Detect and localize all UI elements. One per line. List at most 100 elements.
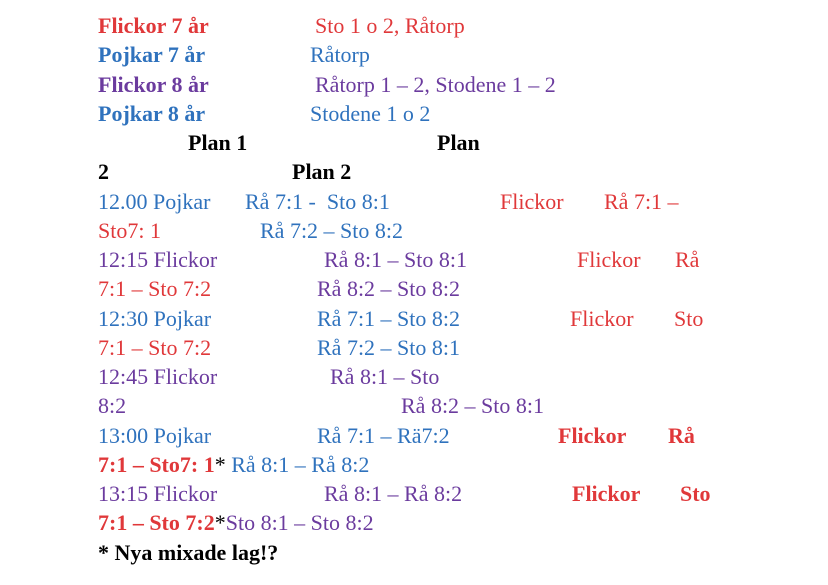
text-run: Sto7: 1 [98,216,161,245]
text-run: Råtorp 1 – 2, Stodene 1 – 2 [315,70,556,99]
text-segment: Rå [675,247,700,272]
text-segment: Rå 8:2 – Sto 8:2 [317,276,461,302]
text-segment: Sto7: 1 [98,217,161,243]
text-run: Rå 8:1 – Rå 8:2 [324,479,462,508]
text-segment: Pojkar 8 år [98,100,206,126]
text-run: Rå 7:1 - Sto 8:1 [245,187,390,216]
text-segment: Rå 8:1 – Sto 8:1 [324,247,468,272]
text-run: 7:1 – Sto 7:2 [98,333,211,362]
text-run: Rå 7:1 – [604,187,679,216]
text-segment: Rå 8:1 – Sto [330,364,440,389]
document-line: 12:15 Flickor Rå 8:1 – Sto 8:1 Flickor Rå [0,245,828,274]
text-run: Flickor 8 år [98,70,209,99]
text-segment: Stodene 1 o 2 [310,100,431,126]
text-run: Rå 8:2 – Sto 8:1 [401,391,544,420]
text-run: Sto 1 o 2, Råtorp [315,11,465,40]
text-segment: 12:45 Flickor [98,364,218,389]
text-segment: Rå 7:1 – Sto 8:2 [317,305,461,331]
document-line: 8:2 Rå 8:2 – Sto 8:1 [0,391,828,420]
text-segment: Rå 7:2 – Sto 8:1 [317,334,461,360]
document-line: 12:45 Flickor Rå 8:1 – Sto [0,362,828,391]
text-run: 8:2 [98,391,126,420]
text-segment: 12:15 Flickor [98,247,218,272]
text-run: 2 [98,157,109,186]
text-run: Rå 7:1 – Sto 8:2 [317,304,460,333]
document-line: * Nya mixade lag!? [0,538,828,567]
text-run: Plan 2 [292,157,351,186]
text-run: 7:1 – Sto 7:2 [98,274,211,303]
text-segment: 13:15 Flickor [98,481,218,506]
document-line: Flickor 8 år Råtorp 1 – 2, Stodene 1 – 2 [0,70,828,99]
document-line: Sto7: 1 Rå 7:2 – Sto 8:2 [0,216,828,245]
text-run: Stodene 1 o 2 [310,99,430,128]
text-run: Plan 1 [188,128,247,157]
text-run: Flickor [558,421,626,450]
text-segment: Sto 8:1 – Sto 8:2 [225,510,374,536]
text-segment: Sto [680,481,711,506]
text-run: Rå 8:2 – Sto 8:2 [317,274,460,303]
text-run: Rå 7:2 – Sto 8:2 [260,216,403,245]
text-segment: * [214,451,226,477]
text-segment: 13:00 Pojkar [98,422,212,448]
text-segment: Flickor [558,422,627,448]
text-run: Sto [674,304,703,333]
document-line: Flickor 7 år Sto 1 o 2, Råtorp [0,11,828,40]
text-run: Plan [437,128,480,157]
text-segment: Pojkar 7 år [98,42,206,68]
document-line: 13:15 Flickor Rå 8:1 – Rå 8:2 Flickor Sto [0,479,828,508]
text-segment: Rå 7:1 – [604,188,679,214]
text-segment: * Nya mixade lag!? [98,539,279,565]
text-run: 12:15 Flickor [98,245,217,274]
text-segment: Rå 7:1 - Sto 8:1 [245,188,390,214]
text-run: 13:00 Pojkar [98,421,211,450]
text-run: Rå 7:2 – Sto 8:1 [317,333,460,362]
document-line: 2 Plan 2 [0,157,828,186]
text-run: 7:1 – Sto 7:2*Sto 8:1 – Sto 8:2 [98,508,374,537]
text-run: Sto [680,479,711,508]
text-run: Rå [668,421,695,450]
text-run: Flickor [500,187,564,216]
text-segment: Rå 8:1 – Rå 8:2 [324,481,463,506]
text-run: 12:45 Flickor [98,362,217,391]
text-run: Rå 7:1 – Rä7:2 [317,421,450,450]
text-segment: Flickor [500,188,564,214]
text-segment: Rå 8:2 – Sto 8:1 [401,393,545,419]
text-run: Pojkar 7 år [98,40,205,69]
text-segment: Plan 2 [292,159,352,185]
text-run: * Nya mixade lag!? [98,538,278,567]
text-run: Rå 8:1 – Sto [330,362,439,391]
text-segment: Råtorp [310,42,370,68]
text-segment: Rå 7:2 – Sto 8:2 [260,217,404,243]
document-line: 7:1 – Sto 7:2*Sto 8:1 – Sto 8:2 [0,508,828,537]
document-line: 7:1 – Sto 7:2 Rå 7:2 – Sto 8:1 [0,333,828,362]
text-run: Flickor 7 år [98,11,209,40]
text-segment: Plan [437,130,480,155]
text-segment: Flickor 7 år [98,13,209,38]
text-run: 13:15 Flickor [98,479,217,508]
text-run: Rå [675,245,699,274]
text-run: 7:1 – Sto7: 1* Rå 8:1 – Rå 8:2 [98,450,369,479]
text-segment: Råtorp 1 – 2, Stodene 1 – 2 [315,71,556,97]
text-run: Rå 8:1 – Sto 8:1 [324,245,467,274]
text-segment: Flickor [572,481,641,506]
text-run: 12:30 Pojkar [98,304,211,333]
text-segment: Rå 7:1 – Rä7:2 [317,422,450,448]
text-run: Råtorp [310,40,370,69]
text-run: Flickor [572,479,640,508]
text-segment: 12:30 Pojkar [98,305,212,331]
document-line: Pojkar 7 år Råtorp [0,40,828,69]
text-segment: 8:2 [98,393,127,419]
text-segment: Flickor [570,305,634,331]
document-line: 7:1 – Sto 7:2 Rå 8:2 – Sto 8:2 [0,274,828,303]
text-segment: Rå 8:1 – Rå 8:2 [225,451,370,477]
text-segment: Plan 1 [188,130,248,155]
document-line: 12:30 Pojkar Rå 7:1 – Sto 8:2 Flickor Sto [0,304,828,333]
text-segment: * [214,510,226,536]
text-segment: Flickor [577,247,641,272]
text-segment: 2 [98,159,109,185]
text-segment: Sto [674,305,704,331]
document-line: 13:00 Pojkar Rå 7:1 – Rä7:2 Flickor Rå [0,421,828,450]
document-line: Plan 1 Plan [0,128,828,157]
